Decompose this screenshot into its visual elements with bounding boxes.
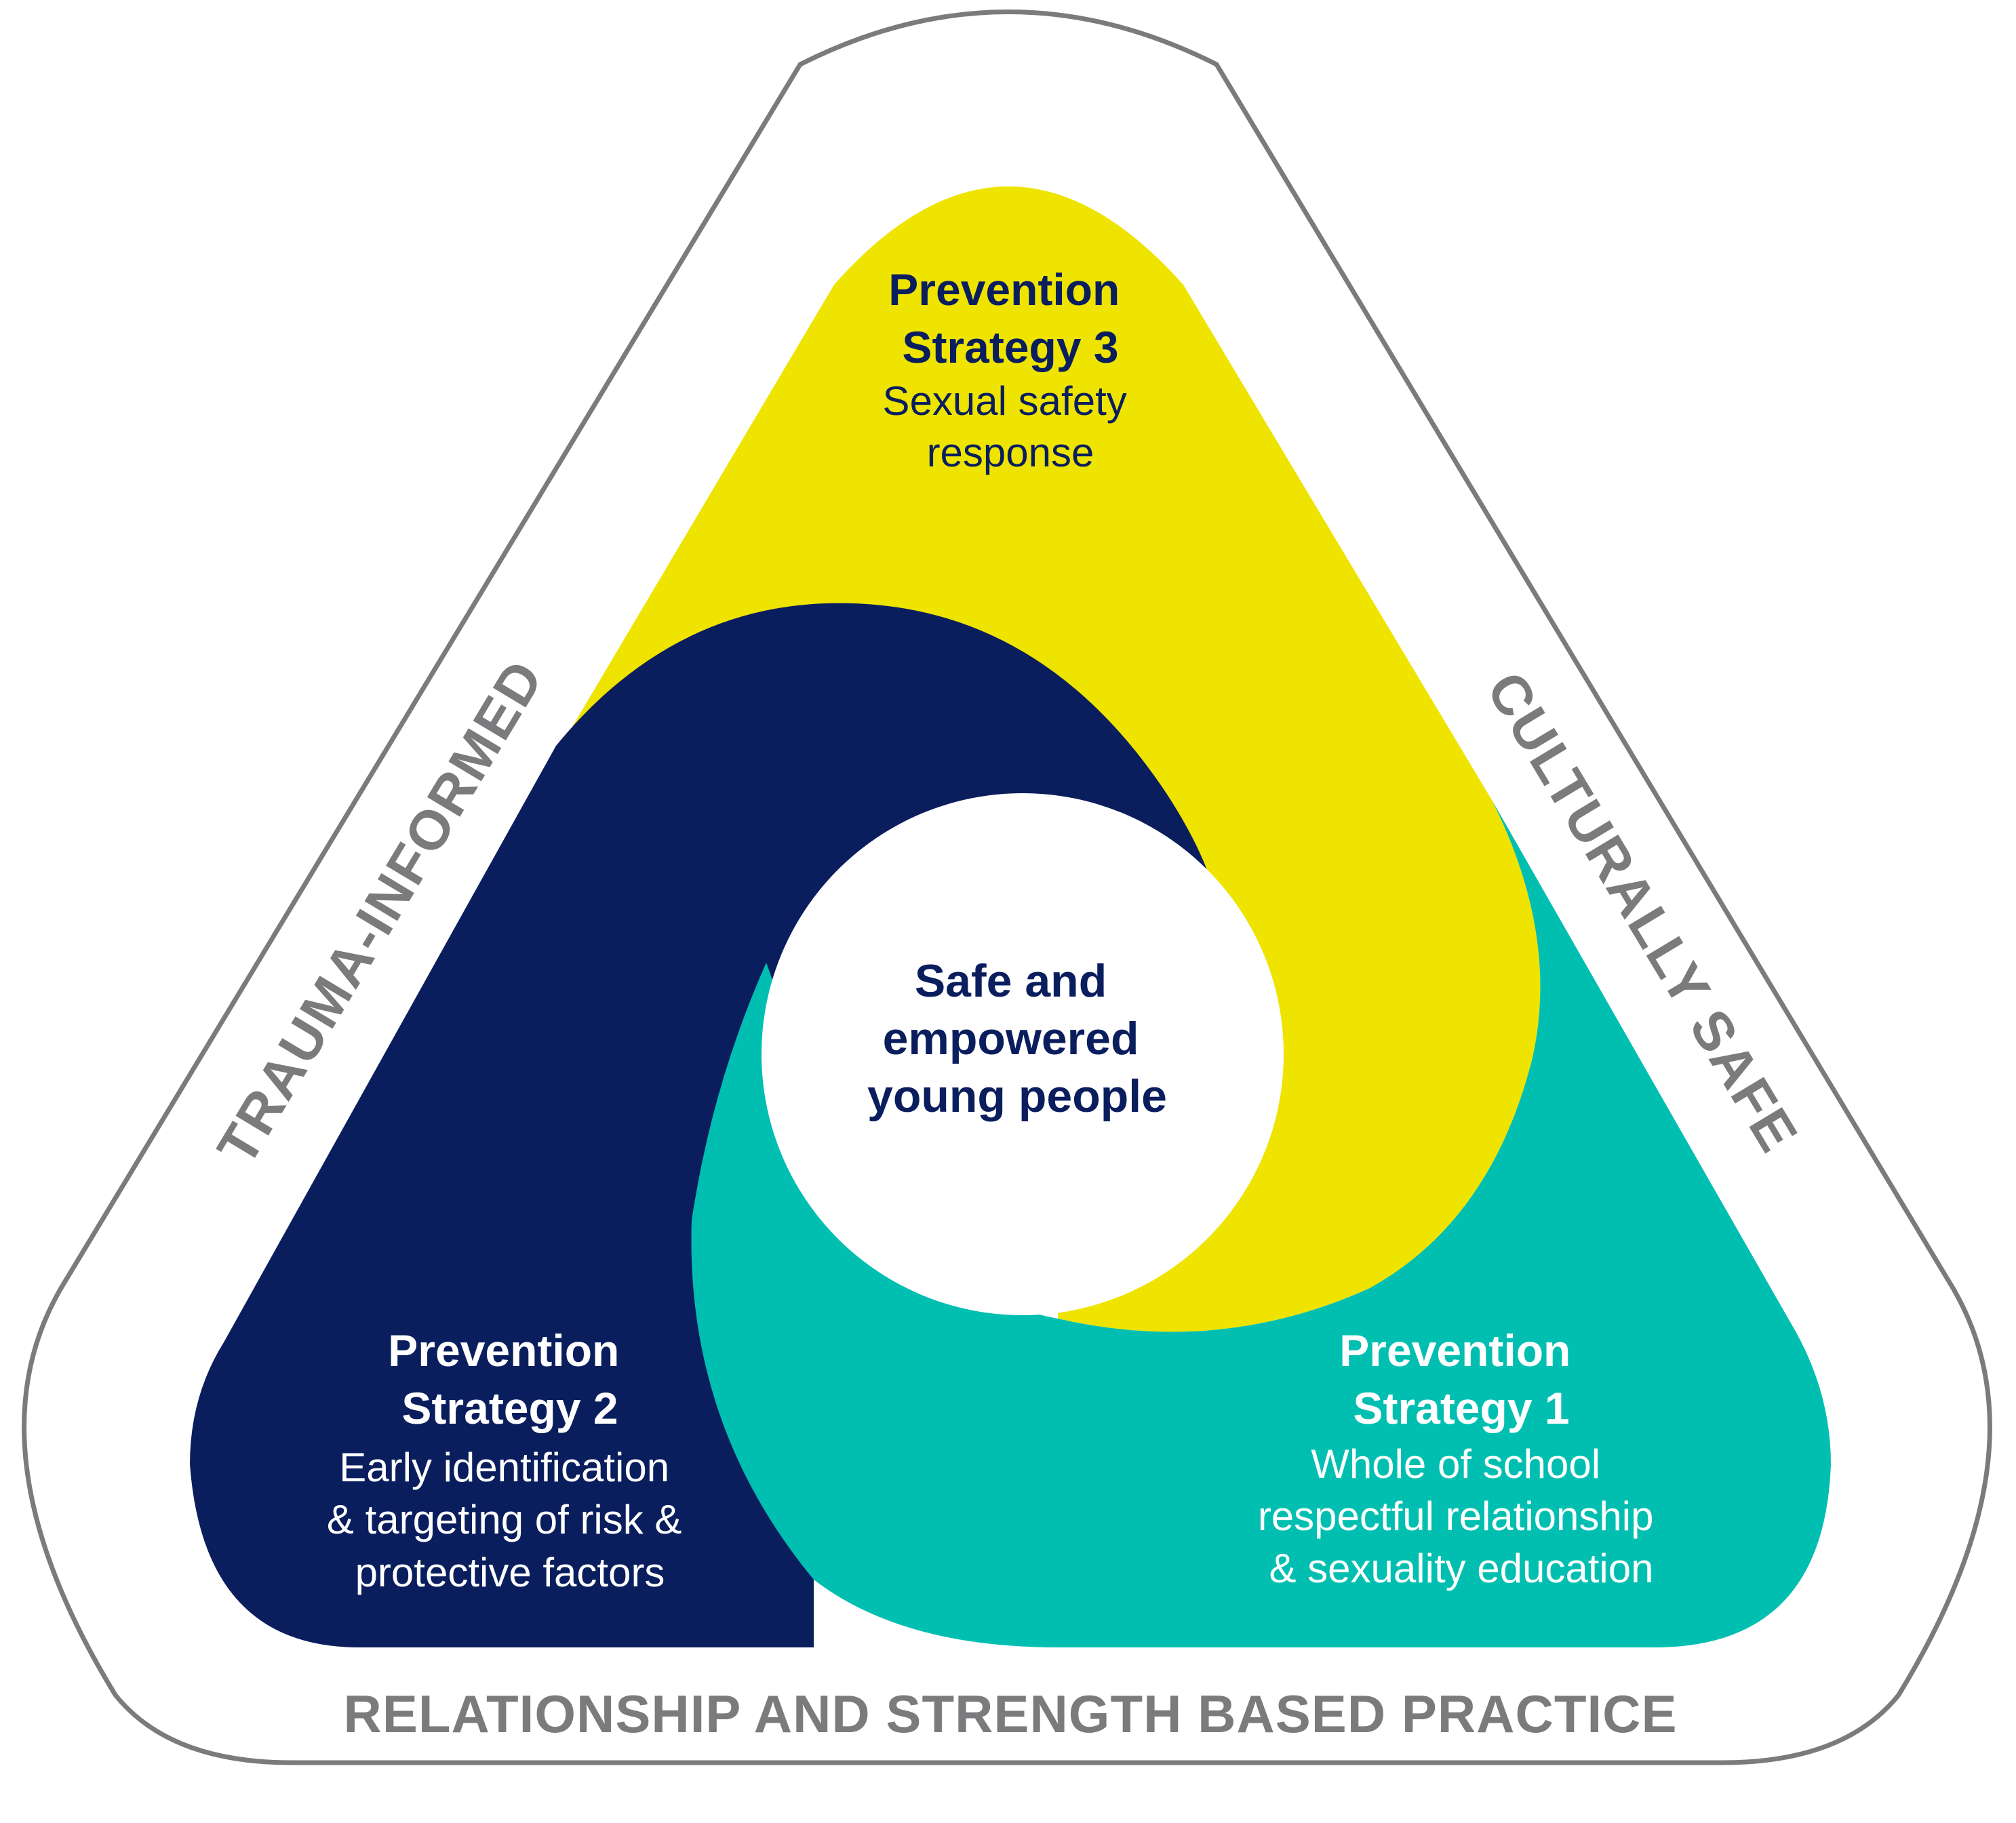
strategy-2-title: Prevention Strategy 2	[388, 1325, 631, 1433]
strategy-2-title-line-1: Prevention	[388, 1325, 619, 1376]
strategy-3-desc-line-1: Sexual safety	[883, 378, 1127, 424]
strategy-2-desc-line-2: & targeting of risk &	[327, 1497, 682, 1542]
strategy-2-desc-line-1: Early identification	[339, 1445, 669, 1490]
strategy-1-title-line-1: Prevention	[1339, 1325, 1570, 1376]
strategy-2-description: Early identification & targeting of risk…	[327, 1445, 693, 1595]
center-text: Safe and empowered young people	[867, 955, 1167, 1122]
strategy-2-desc-line-3: protective factors	[355, 1550, 665, 1595]
strategy-1-desc-line-2: respectful relationship	[1258, 1494, 1654, 1539]
strategy-1-title: Prevention Strategy 1	[1339, 1325, 1583, 1433]
strategy-3-title-line-2: Strategy 3	[902, 322, 1118, 372]
strategy-2-title-line-2: Strategy 2	[401, 1383, 618, 1433]
relationship-strength-label: RELATIONSHIP AND STRENGTH BASED PRACTICE	[344, 1684, 1678, 1744]
strategy-1-title-line-2: Strategy 1	[1353, 1383, 1569, 1433]
strategy-1-desc-line-1: Whole of school	[1311, 1441, 1600, 1487]
center-circle	[762, 793, 1284, 1315]
center-line-3: young people	[867, 1070, 1167, 1122]
strategy-3-description: Sexual safety response	[883, 378, 1139, 475]
strategy-1-desc-line-3: & sexuality education	[1269, 1546, 1653, 1591]
center-line-1: Safe and	[915, 955, 1107, 1007]
strategy-3-title: Prevention Strategy 3	[888, 264, 1132, 372]
strategy-1-lobe	[691, 800, 1831, 1647]
outer-triangle-outline	[22, 9, 1992, 1765]
strategy-3-desc-line-2: response	[927, 430, 1094, 475]
strategy-3-title-line-1: Prevention	[888, 264, 1120, 315]
center-line-2: empowered	[883, 1013, 1139, 1064]
strategy-1-description: Whole of school respectful relationship …	[1258, 1441, 1665, 1591]
